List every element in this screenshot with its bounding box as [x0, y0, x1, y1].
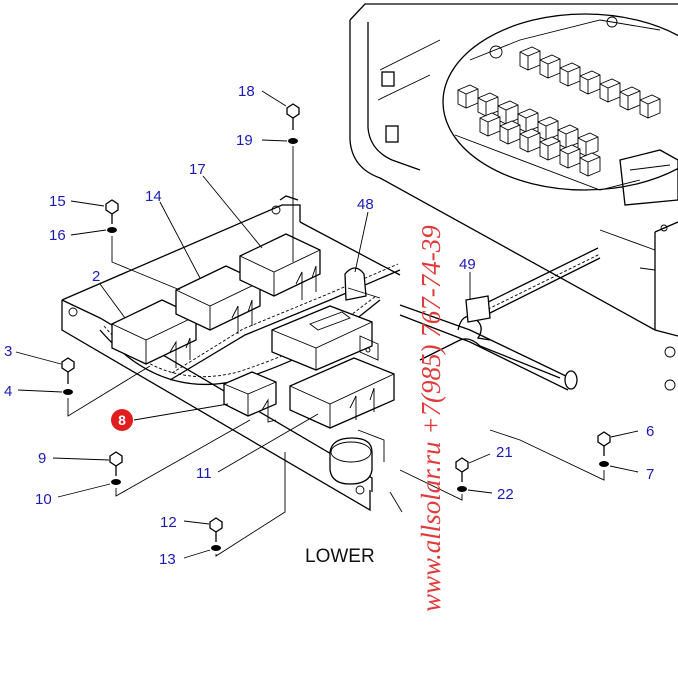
washer-10 — [111, 479, 121, 485]
bolt-21 — [455, 457, 469, 482]
callout-2: 2 — [92, 268, 100, 285]
callout-17: 17 — [189, 161, 206, 178]
inset-relay — [519, 46, 541, 71]
relay-block-2 — [111, 299, 197, 368]
inset-relay — [519, 128, 541, 153]
callout-9: 9 — [38, 450, 46, 467]
callout-21: 21 — [496, 444, 513, 461]
callout-10: 10 — [35, 491, 52, 508]
bolt-9 — [109, 451, 123, 476]
callout-8-badge — [111, 409, 133, 431]
inset-relay — [579, 152, 601, 177]
clamp-48 — [344, 267, 381, 301]
inset-relay — [559, 62, 581, 87]
watermark-text: www.allsolar.ru +7(985) 767-74-39 — [416, 225, 446, 612]
inset-relay — [539, 54, 561, 79]
inset-relay — [577, 132, 599, 157]
callout-13: 13 — [159, 551, 176, 568]
washer-4 — [63, 389, 73, 395]
callout-14: 14 — [145, 188, 162, 205]
inset-relay — [557, 124, 579, 149]
callout-7: 7 — [646, 466, 654, 483]
inset-relay — [619, 86, 641, 111]
callout-16: 16 — [49, 227, 66, 244]
inset-relay — [499, 120, 521, 145]
control-box-upper — [271, 305, 373, 371]
relay-block-17 — [239, 233, 321, 300]
callout-8: 8 — [118, 412, 126, 428]
inset-relay — [517, 108, 539, 133]
upper-housing — [349, 3, 678, 391]
washer-22 — [457, 486, 467, 492]
callout-4: 4 — [4, 383, 12, 400]
inset-relay — [537, 116, 559, 141]
callout-48: 48 — [357, 196, 374, 213]
washer-19 — [288, 138, 298, 144]
inset-relay — [497, 100, 519, 125]
bracket-right — [359, 335, 379, 361]
washer-13 — [211, 545, 221, 551]
callout-11: 11 — [196, 465, 212, 482]
callout-19: 19 — [236, 132, 253, 149]
inset-relay — [457, 84, 479, 109]
callout-22: 22 — [497, 486, 514, 503]
callout-18: 18 — [238, 83, 255, 100]
bolt-6 — [597, 431, 611, 456]
inset-relay — [479, 112, 501, 137]
fuse-holder — [329, 429, 385, 485]
inset-relay — [639, 94, 661, 119]
washer-16 — [107, 227, 117, 233]
inset-relay — [539, 136, 561, 161]
inset-relay — [477, 92, 499, 117]
relay-detail-inset — [442, 13, 678, 191]
bolt-15 — [105, 199, 119, 224]
inset-relay — [559, 144, 581, 169]
bolt-3 — [61, 357, 75, 384]
bolt-18 — [286, 103, 300, 130]
leader-lines — [15, 90, 639, 559]
callout-3: 3 — [4, 343, 12, 360]
callout-labels: 18 19 17 15 14 16 48 2 49 3 4 8 6 7 9 21… — [4, 83, 654, 568]
callout-15: 15 — [49, 193, 66, 210]
callout-6: 6 — [646, 423, 654, 440]
washer-7 — [599, 461, 609, 467]
inset-relay — [579, 70, 601, 95]
clamp-49 — [457, 295, 491, 341]
inset-relay — [599, 78, 621, 103]
relay-8 — [223, 371, 277, 423]
callout-8-highlight: 8 — [111, 409, 133, 431]
bolt-12 — [209, 517, 223, 542]
relay-block-14 — [175, 265, 261, 334]
view-label-lower: LOWER — [305, 546, 375, 567]
control-box-11 — [289, 357, 395, 429]
callout-49: 49 — [459, 256, 476, 273]
callout-12: 12 — [160, 514, 177, 531]
